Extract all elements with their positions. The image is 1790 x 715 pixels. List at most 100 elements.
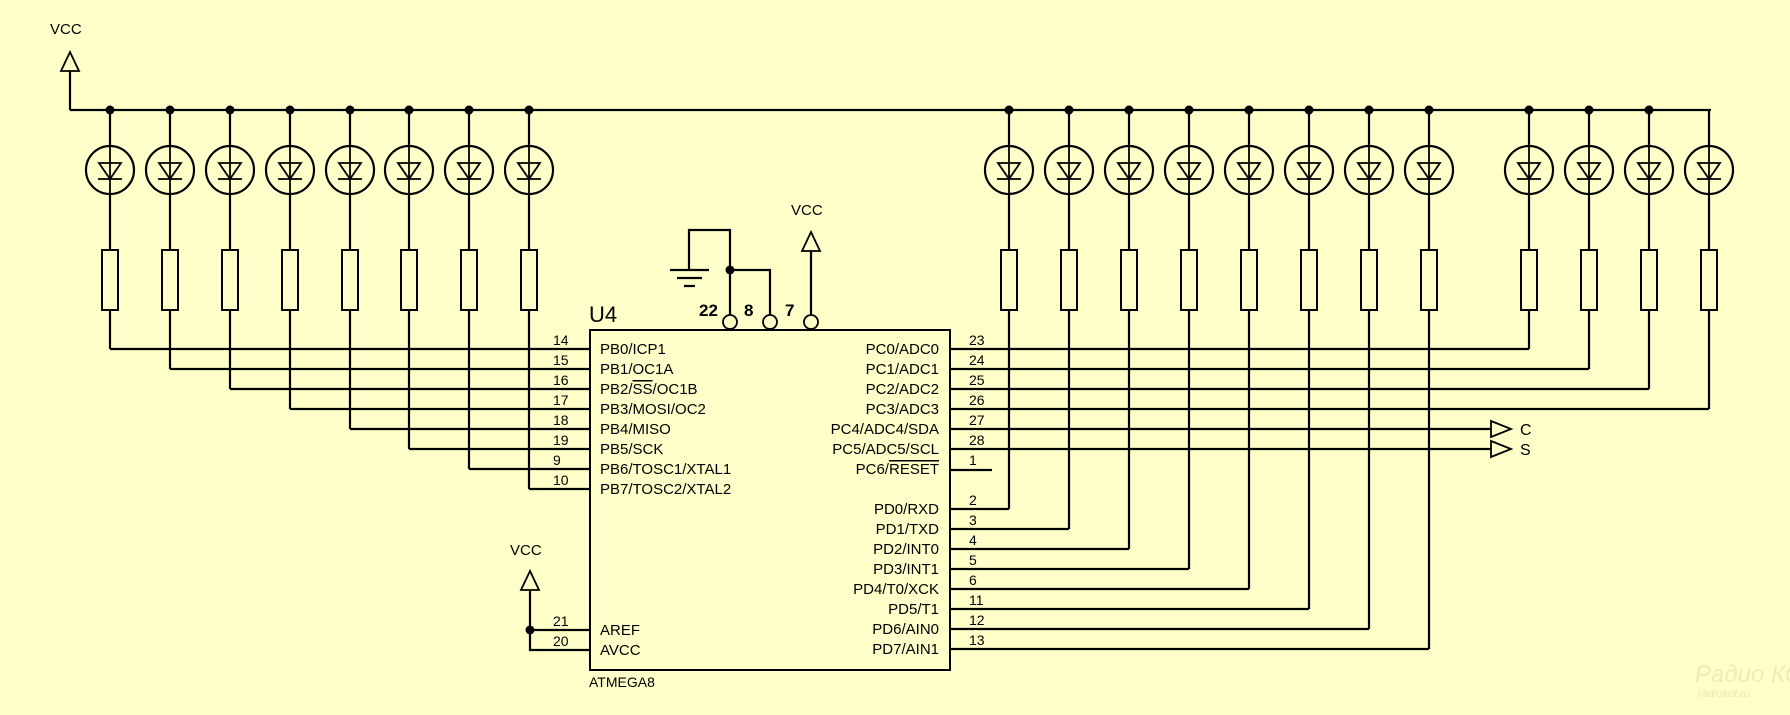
pin-5-label: PD3/INT1 xyxy=(873,561,939,578)
port-c-arrow xyxy=(1490,419,1514,439)
pin-2-number: 2 xyxy=(969,492,977,508)
led-channel-pc-2 xyxy=(950,105,1675,391)
resistor xyxy=(281,249,299,311)
resistor xyxy=(1520,249,1538,311)
pin-26-number: 26 xyxy=(969,392,985,408)
pin-13-label: PD7/AIN1 xyxy=(872,641,939,658)
resistor xyxy=(1180,249,1198,311)
port-s-arrow xyxy=(1490,439,1514,459)
pin-2-label: PD0/RXD xyxy=(874,501,939,518)
pin-7-bubble xyxy=(803,314,819,330)
resistor xyxy=(400,249,418,311)
led-channel-pd-6 xyxy=(950,105,1395,631)
led-channel-pd-2 xyxy=(950,105,1155,551)
resistor xyxy=(1240,249,1258,311)
pin-18-number: 18 xyxy=(553,412,569,428)
pin-3-label: PD1/TXD xyxy=(876,521,940,538)
pin-24-number: 24 xyxy=(969,352,985,368)
pin-16-label: PB2/SS/OC1B xyxy=(600,381,698,398)
led-channel-pd-0 xyxy=(950,105,1035,511)
resistor xyxy=(520,249,538,311)
resistor xyxy=(1000,249,1018,311)
aref-vcc-wire xyxy=(528,590,590,652)
pin-8-number: 8 xyxy=(744,301,753,320)
resistor xyxy=(1580,249,1598,311)
pin-labels: PB0/ICP114PB1/OC1A15PB2/SS/OC1B16PB3/MOS… xyxy=(553,332,1491,658)
pin-7-number: 7 xyxy=(785,301,794,320)
pin-4-number: 4 xyxy=(969,532,977,548)
led-channel-pd-4 xyxy=(950,105,1275,591)
pin-9-label: PB6/TOSC1/XTAL1 xyxy=(600,461,731,478)
pin-8-bubble xyxy=(762,314,778,330)
port-s-label: S xyxy=(1520,442,1531,459)
led-channel-pd-1 xyxy=(950,105,1095,531)
led-channel-pc-1 xyxy=(950,105,1615,371)
resistor xyxy=(1300,249,1318,311)
pin-9-number: 9 xyxy=(553,452,561,468)
led-channel-pb-0 xyxy=(84,105,590,351)
pin-11-label: PD5/T1 xyxy=(888,601,939,618)
pin-12-number: 12 xyxy=(969,612,985,628)
led-channel-pb-7 xyxy=(503,105,590,491)
watermark-url: radiokot.ru xyxy=(1698,688,1750,700)
vcc-arrow-aref xyxy=(519,568,541,591)
aref-junction xyxy=(525,625,535,635)
pin-14-number: 14 xyxy=(553,332,569,348)
vcc-label-aref: VCC xyxy=(510,542,542,559)
pin-25-number: 25 xyxy=(969,372,985,388)
resistor xyxy=(1640,249,1658,311)
vcc-arrow-top-left xyxy=(59,49,81,72)
resistor xyxy=(221,249,239,311)
led-channel-pd-5 xyxy=(950,105,1335,611)
pin-11-number: 11 xyxy=(969,592,984,608)
pin-19-label: PB5/SCK xyxy=(600,441,663,458)
pin-19-number: 19 xyxy=(553,432,569,448)
pin-4-label: PD2/INT0 xyxy=(873,541,939,558)
static-wiring: VCC U4 ATMEGA8 22 8 7 VCC VCC 21 20 AREF… xyxy=(50,21,1790,700)
led-channel-pd-7 xyxy=(950,105,1455,651)
pin-28-label: PC5/ADC5/SCL xyxy=(832,441,939,458)
resistor xyxy=(1060,249,1078,311)
pin-6-number: 6 xyxy=(969,572,977,588)
vcc-arrow-pin7 xyxy=(800,229,822,252)
pin-16-number: 16 xyxy=(553,372,569,388)
led-channel-pb-5 xyxy=(383,105,590,451)
resistor xyxy=(1420,249,1438,311)
pin-1-number: 1 xyxy=(969,452,977,468)
avcc-label: AVCC xyxy=(600,642,641,659)
pin-23-label: PC0/ADC0 xyxy=(866,341,939,358)
ic-ref-label: U4 xyxy=(589,302,617,327)
resistor xyxy=(1360,249,1378,311)
aref-label: AREF xyxy=(600,622,640,639)
pin-1-label: PC6/RESET xyxy=(856,461,939,478)
pin-14-label: PB0/ICP1 xyxy=(600,341,666,358)
pin-15-label: PB1/OC1A xyxy=(600,361,673,378)
pin-12-label: PD6/AIN0 xyxy=(872,621,939,638)
pin-3-number: 3 xyxy=(969,512,977,528)
pin-21-number: 21 xyxy=(553,613,569,629)
pin-17-label: PB3/MOSI/OC2 xyxy=(600,401,706,418)
pin-25-label: PC2/ADC2 xyxy=(866,381,939,398)
ic-body xyxy=(589,329,951,671)
pin-27-number: 27 xyxy=(969,412,985,428)
led-channel-pb-4 xyxy=(324,105,590,431)
resistor xyxy=(161,249,179,311)
pin-28-number: 28 xyxy=(969,432,985,448)
pin-27-label: PC4/ADC4/SDA xyxy=(831,421,939,438)
port-c-label: C xyxy=(1520,422,1532,439)
pin-6-label: PD4/T0/XCK xyxy=(853,581,939,598)
resistor xyxy=(101,249,119,311)
led-channel-pd-3 xyxy=(950,105,1215,571)
resistor xyxy=(341,249,359,311)
pin-15-number: 15 xyxy=(553,352,569,368)
pin-13-number: 13 xyxy=(969,632,985,648)
led-channel-pc-0 xyxy=(950,105,1555,351)
pin-18-label: PB4/MISO xyxy=(600,421,671,438)
led-channel-pc-3 xyxy=(950,110,1735,411)
pin-26-label: PC3/ADC3 xyxy=(866,401,939,418)
led-channels xyxy=(84,105,1735,651)
pin-17-number: 17 xyxy=(553,392,569,408)
pin-22-number: 22 xyxy=(699,301,718,320)
pin-23-number: 23 xyxy=(969,332,985,348)
vcc-label-pin7: VCC xyxy=(791,202,823,219)
